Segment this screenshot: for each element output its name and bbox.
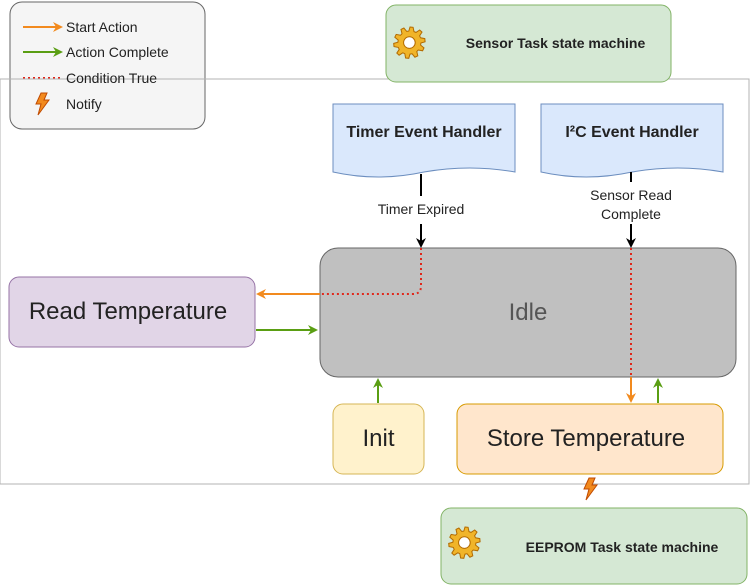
legend-box	[9, 1, 206, 130]
eeprom-machine-title: EEPROM Task state machine	[525, 539, 719, 555]
sensor-task-container	[0, 78, 750, 485]
legend-condition-true-label: Condition True	[66, 70, 158, 86]
i2c-handler-shape	[540, 103, 724, 178]
init-label: Init	[362, 425, 395, 452]
timer-handler-title: Timer Event Handler	[346, 124, 502, 141]
sensor-machine-title: Sensor Task state machine	[465, 35, 646, 51]
idle-state-label: Idle	[508, 298, 548, 326]
eeprom-machine-box	[440, 507, 748, 585]
store-temperature-label: Store Temperature	[486, 425, 686, 452]
read-temperature-state-box	[8, 276, 256, 348]
sensor-read-label-line1: Sensor Read	[590, 187, 672, 203]
i2c-handler-title: I²C Event Handler	[565, 124, 699, 141]
read-temperature-label: Read Temperature	[28, 298, 228, 325]
timer-handler-shape	[332, 103, 516, 178]
init-state-box	[332, 403, 425, 475]
notify-bolt-icon	[583, 477, 598, 501]
store-temperature-state-box	[456, 403, 724, 475]
timer-condition-line	[320, 248, 422, 295]
legend-notify-label: Notify	[66, 96, 102, 112]
sensor-read-label-line2: Complete	[601, 206, 661, 222]
legend-action-complete-label: Action Complete	[66, 44, 169, 60]
sensor-machine-box	[385, 4, 672, 83]
timer-expired-label: Timer Expired	[377, 201, 465, 217]
legend-start-action-label: Start Action	[66, 19, 138, 35]
